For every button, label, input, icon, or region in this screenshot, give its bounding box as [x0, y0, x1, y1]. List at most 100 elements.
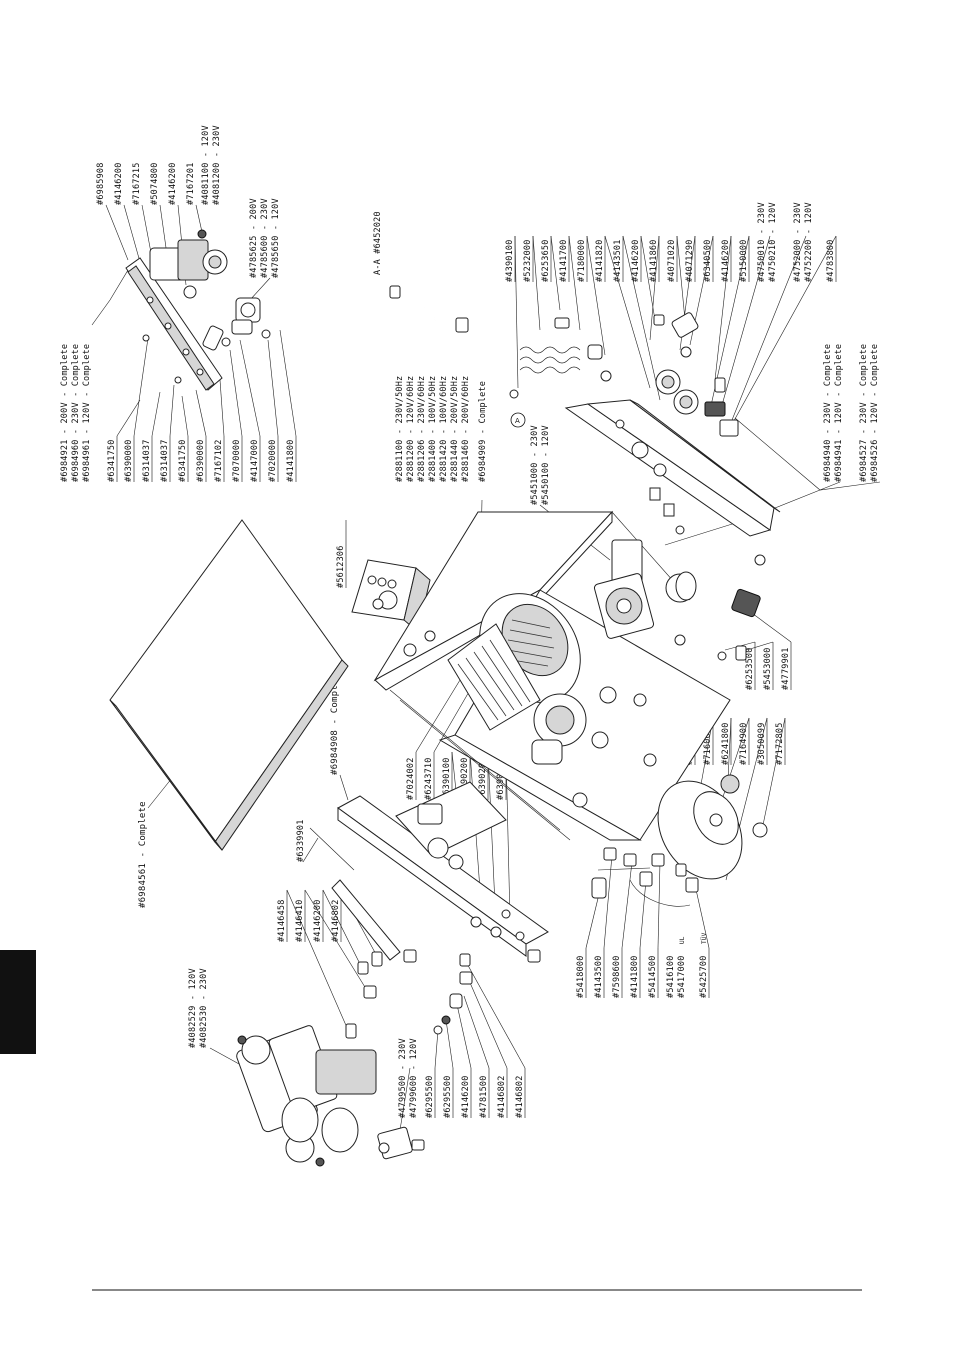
svg-text:#4146200: #4146200	[461, 1075, 471, 1118]
callouts-bottom-parts: #6295500 #6295500 #4146200 #4781500 #414…	[425, 1075, 525, 1118]
svg-text:#4783800: #4783800	[826, 239, 836, 282]
callouts-panel-parts: #4390100 #5232000 #6253650 #4141700 #718…	[505, 202, 836, 282]
svg-text:#2881206 - 230V/60Hz: #2881206 - 230V/60Hz	[417, 376, 427, 482]
svg-text:TÜV: TÜV	[701, 932, 708, 944]
svg-text:#4071020: #4071020	[667, 239, 677, 282]
svg-text:#6295500: #6295500	[425, 1075, 435, 1118]
svg-text:#6985908: #6985908	[96, 162, 106, 205]
module-label: #5612306	[336, 545, 346, 588]
svg-text:#5150000: #5150000	[739, 239, 749, 282]
svg-text:#2881440 - 200V/50Hz: #2881440 - 200V/50Hz	[450, 376, 460, 482]
svg-text:#6984961 - 120V - Complete: #6984961 - 120V - Complete	[82, 344, 92, 482]
svg-text:#4779901: #4779901	[781, 647, 791, 690]
svg-text:#6314037: #6314037	[160, 439, 170, 482]
callouts-center-parts: #7024002 #6243710 #6390100 #6390200 #639…	[406, 757, 506, 800]
svg-text:#6984527 - 230V - Complete: #6984527 - 230V - Complete	[859, 344, 869, 482]
svg-text:#4146802: #4146802	[497, 1075, 507, 1118]
svg-text:#4146200: #4146200	[721, 239, 731, 282]
page-tab	[0, 950, 36, 1054]
svg-text:#6390000: #6390000	[196, 439, 206, 482]
svg-text:#3050099: #3050099	[757, 722, 767, 765]
svg-text:#4781500: #4781500	[479, 1075, 489, 1118]
svg-text:#4785600 - 230V: #4785600 - 230V	[260, 198, 270, 278]
svg-text:#2881200 - 120V/60Hz: #2881200 - 120V/60Hz	[406, 376, 416, 482]
callouts-tank-fittings: #5418000 #4143500 #7598600 #4141800 #541…	[576, 932, 709, 998]
svg-text:UL: UL	[679, 936, 686, 944]
frame-part-label: #6339901	[296, 819, 306, 862]
svg-text:#6984921 - 200V - Complete: #6984921 - 200V - Complete	[60, 344, 70, 482]
secondary-frame	[309, 781, 549, 963]
svg-text:#2881100 - 230V/50Hz: #2881100 - 230V/50Hz	[395, 376, 405, 482]
svg-text:#5417000: #5417000	[677, 955, 687, 998]
svg-text:#4141800: #4141800	[630, 955, 640, 998]
svg-text:#6984909 - Complete: #6984909 - Complete	[478, 381, 488, 482]
svg-text:#6295500: #6295500	[443, 1075, 453, 1118]
svg-text:#6984940 - 230V - Complete: #6984940 - 230V - Complete	[823, 344, 833, 482]
svg-text:#7070000: #7070000	[232, 439, 242, 482]
svg-text:#4146458: #4146458	[277, 899, 287, 942]
callouts-motor-group: #2881100 - 230V/50Hz #2881200 - 120V/60H…	[395, 376, 488, 482]
svg-text:#7020000: #7020000	[268, 439, 278, 482]
svg-text:#4081200 - 230V: #4081200 - 230V	[212, 125, 222, 205]
svg-text:#7167102: #7167102	[214, 439, 224, 482]
svg-text:#5416100: #5416100	[666, 955, 676, 998]
svg-text:#6390200: #6390200	[460, 757, 470, 800]
svg-text:#4081100 - 120V: #4081100 - 120V	[201, 125, 211, 205]
svg-text:#2881420 - 100V/60Hz: #2881420 - 100V/60Hz	[439, 376, 449, 482]
svg-text:#7024002: #7024002	[406, 757, 416, 800]
svg-text:#5074800: #5074800	[150, 162, 160, 205]
tank-fittings	[591, 847, 699, 907]
callouts-bottom-left: #4082529 - 120V #4082530 - 230V	[188, 968, 209, 1048]
svg-text:#4799500 - 230V: #4799500 - 230V	[398, 1038, 408, 1118]
svg-text:#4146410: #4146410	[295, 899, 305, 942]
svg-text:#7167215: #7167215	[132, 162, 142, 205]
svg-text:#7164900: #7164900	[739, 722, 749, 765]
cover-panel	[109, 519, 349, 851]
svg-text:#4141700: #4141700	[559, 239, 569, 282]
svg-text:#4785625 - 200V: #4785625 - 200V	[249, 198, 259, 278]
svg-text:#4750010 - 230V: #4750010 - 230V	[757, 202, 767, 282]
svg-text:#4750210 - 120V: #4750210 - 120V	[768, 202, 778, 282]
svg-text:#4799600 - 120V: #4799600 - 120V	[409, 1038, 419, 1118]
bottom-valve-fittings	[345, 951, 473, 1160]
electronic-module	[351, 559, 431, 633]
svg-text:#4752200 - 120V: #4752200 - 120V	[804, 202, 814, 282]
svg-text:#5451000 - 230V: #5451000 - 230V	[530, 425, 540, 505]
compressor-head-assembly	[236, 1025, 377, 1167]
callouts-top-parts-left: #6341750 #6390000 #6314037 #6314037 #634…	[107, 439, 296, 482]
callout-underlines-tank-fittings	[585, 948, 710, 998]
motor	[403, 593, 587, 765]
callouts-fan: #5451000 - 230V #5450100 - 120V	[530, 425, 551, 505]
svg-text:#7598600: #7598600	[612, 955, 622, 998]
svg-text:#5450100 - 120V: #5450100 - 120V	[541, 425, 551, 505]
svg-text:#5418000: #5418000	[576, 955, 586, 998]
svg-text:#6253650: #6253650	[541, 239, 551, 282]
hose-assembly	[389, 285, 469, 333]
svg-text:#4146802: #4146802	[515, 1075, 525, 1118]
svg-text:#4071290: #4071290	[685, 239, 695, 282]
svg-text:#4143500: #4143500	[594, 955, 604, 998]
svg-text:#6390200: #6390200	[478, 757, 488, 800]
svg-text:#4146200: #4146200	[168, 162, 178, 205]
svg-text:#4082530 - 230V: #4082530 - 230V	[199, 968, 209, 1048]
svg-text:#6243710: #6243710	[424, 757, 434, 800]
callouts-top-parts-right: #6985908 #4146200 #7167215 #5074800 #414…	[96, 125, 222, 205]
svg-text:#6241800: #6241800	[721, 722, 731, 765]
control-panel	[564, 399, 781, 566]
svg-text:#4141860: #4141860	[649, 239, 659, 282]
svg-text:#4390100: #4390100	[505, 239, 515, 282]
callout-underlines-bottom-parts	[434, 1068, 526, 1118]
svg-text:#6253500: #6253500	[745, 647, 755, 690]
svg-text:#5453000: #5453000	[763, 647, 773, 690]
callout-underlines-right	[754, 642, 792, 690]
svg-text:#6314037: #6314037	[142, 439, 152, 482]
svg-text:#2881400 - 100V/50Hz: #2881400 - 100V/50Hz	[428, 376, 438, 482]
svg-text:#6341750: #6341750	[107, 439, 117, 482]
svg-text:A: A	[515, 417, 520, 425]
svg-text:#6390100: #6390100	[442, 757, 452, 800]
svg-text:#7180000: #7180000	[577, 239, 587, 282]
svg-text:#4146200: #4146200	[114, 162, 124, 205]
panel-parts-cluster	[509, 312, 739, 437]
